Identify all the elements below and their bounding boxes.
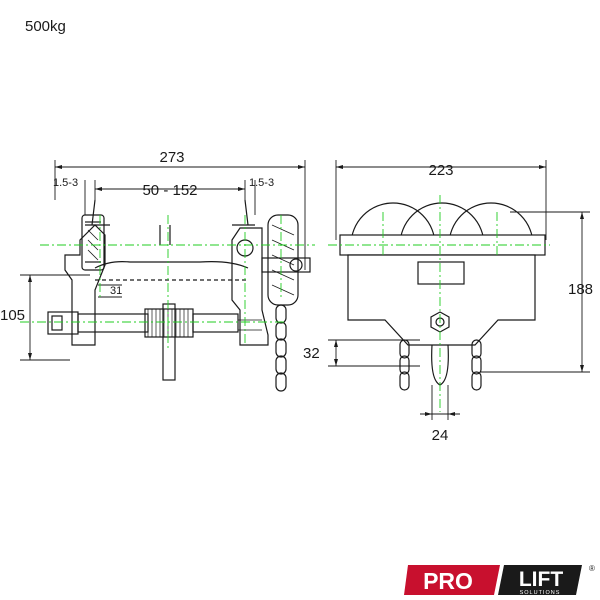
logo-lift-text: LIFT <box>519 568 563 591</box>
right-side-plate <box>231 227 269 346</box>
logo-red-block <box>404 565 500 595</box>
hand-chain <box>275 304 287 392</box>
centerlines <box>20 195 550 412</box>
hand-wheel-hub <box>261 257 311 273</box>
dim-beam-range: 50 - 152 <box>142 182 197 199</box>
dim-small-offset: 31 <box>110 285 122 297</box>
dim-height-side: 105 <box>0 307 25 324</box>
logo-registered-mark: ® <box>589 564 595 573</box>
dim-hook-height: 32 <box>303 345 320 362</box>
prolift-logo: PRO LIFT SOLUTIONS ® <box>404 564 595 596</box>
axle-shaft-left <box>77 313 149 333</box>
load-plate <box>162 303 176 381</box>
dim-overall-width-side: 273 <box>159 149 184 166</box>
beam-flange-hooks <box>91 199 249 226</box>
front-chain-right <box>471 339 482 391</box>
capacity-label: 500kg <box>25 18 66 35</box>
logo-pro-text: PRO <box>423 568 473 594</box>
dim-flange-gap-right: 1.5-3 <box>249 177 274 189</box>
dim-flange-gap-left: 1.5-3 <box>53 177 78 189</box>
dimension-arrows <box>28 165 584 416</box>
logo-solutions-text: SOLUTIONS <box>520 590 561 596</box>
technical-drawing: 273 1.5-3 1.5-3 50 - 152 31 105 223 188 … <box>0 149 593 444</box>
dim-hook-width: 24 <box>432 427 449 444</box>
logo-black-block <box>498 565 582 595</box>
left-side-plate <box>64 224 106 346</box>
side-view-drawing <box>47 199 311 392</box>
front-chain-left <box>399 339 410 391</box>
axle-shaft-right <box>192 313 239 333</box>
front-view-drawing <box>339 202 546 391</box>
nameplate <box>417 261 465 285</box>
dim-overall-height-front: 188 <box>568 281 593 298</box>
beam-lower-flange <box>94 261 249 269</box>
front-side-plate <box>347 254 536 346</box>
dim-overall-width-front: 223 <box>428 162 453 179</box>
side-view-dimensions <box>20 160 306 361</box>
beam-web <box>159 225 171 245</box>
